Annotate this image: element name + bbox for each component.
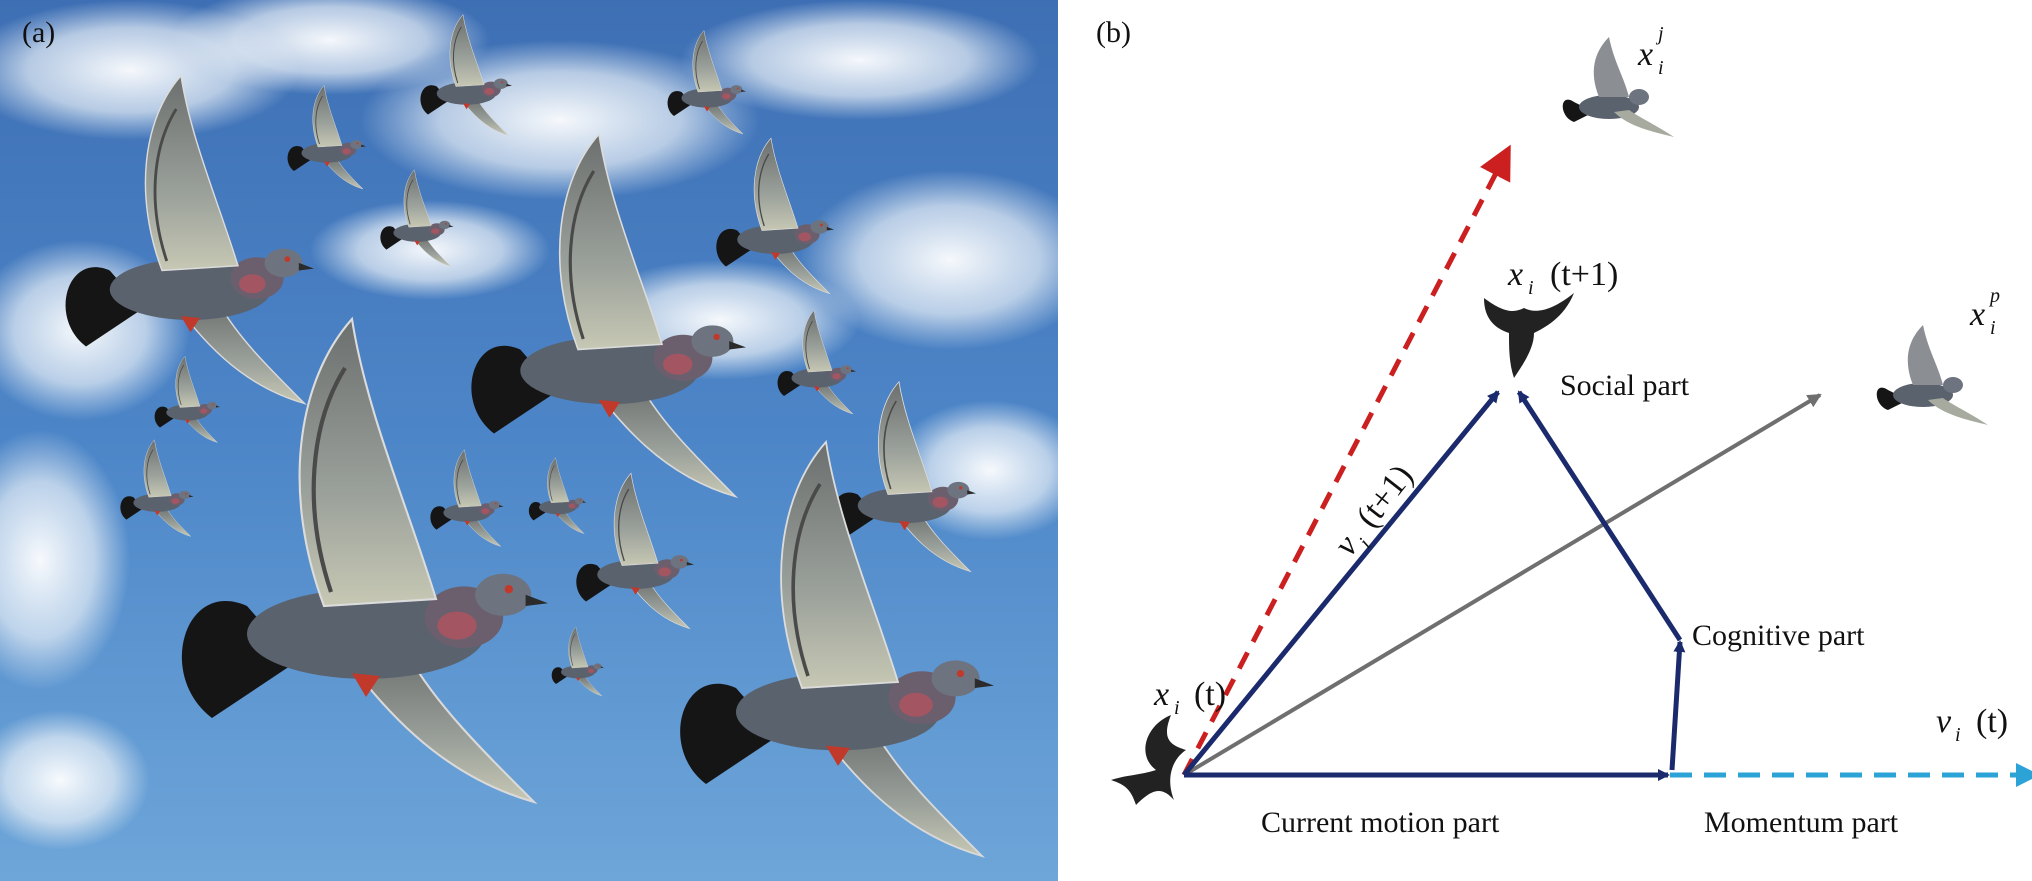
bird-silhouette-icon bbox=[1111, 715, 1186, 805]
svg-text:(t): (t) bbox=[1194, 676, 1226, 713]
svg-text:(t+1): (t+1) bbox=[1550, 256, 1618, 293]
current-position-label: x i (t) bbox=[1153, 676, 1226, 719]
svg-text:i: i bbox=[1658, 57, 1664, 79]
svg-text:i: i bbox=[1528, 277, 1534, 299]
svg-text:v: v bbox=[1936, 703, 1952, 740]
bird-silhouette-icon bbox=[1484, 293, 1574, 378]
new-velocity-arrow bbox=[1182, 390, 1500, 777]
pigeon-icon bbox=[1876, 325, 1988, 425]
pso-vector-diagram: (b) x i j bbox=[1096, 16, 2032, 839]
svg-text:x: x bbox=[1507, 256, 1523, 293]
panel-a-pigeon-photo: (a) bbox=[0, 0, 1058, 881]
panel-b-label: (b) bbox=[1096, 16, 1131, 49]
svg-text:i: i bbox=[1174, 697, 1180, 719]
next-position-label: x i (t+1) bbox=[1507, 256, 1618, 299]
svg-text:(t): (t) bbox=[1976, 703, 2008, 740]
cognitive-part-label: Cognitive part bbox=[1692, 619, 1865, 652]
svg-text:x: x bbox=[1153, 676, 1169, 713]
pigeon-flock-illustration: (a) bbox=[0, 0, 1058, 881]
momentum-part-label: Momentum part bbox=[1704, 806, 1899, 839]
global-best-label: x i j bbox=[1637, 23, 1664, 79]
panel-a-label: (a) bbox=[22, 16, 55, 49]
svg-text:p: p bbox=[1988, 285, 2000, 307]
current-motion-part-label: Current motion part bbox=[1261, 806, 1500, 839]
svg-text:i: i bbox=[1955, 724, 1961, 746]
cognitive-arrow bbox=[1669, 640, 1686, 771]
global-best-arrow bbox=[1181, 144, 1511, 777]
social-part-label: Social part bbox=[1560, 369, 1690, 402]
svg-text:x: x bbox=[1969, 296, 1985, 333]
pigeon-icon bbox=[1562, 37, 1674, 137]
panel-b-vector-diagram: (b) x i j bbox=[1058, 0, 2032, 881]
social-arrow bbox=[1516, 390, 1683, 642]
svg-text:i: i bbox=[1990, 317, 1996, 339]
svg-text:j: j bbox=[1655, 23, 1664, 45]
svg-text:x: x bbox=[1637, 36, 1653, 73]
personal-best-label: x i p bbox=[1969, 285, 2000, 339]
velocity-t-label: v i (t) bbox=[1936, 703, 2008, 746]
personal-best-arrow bbox=[1182, 393, 1822, 777]
svg-text:v: v bbox=[1327, 528, 1366, 563]
